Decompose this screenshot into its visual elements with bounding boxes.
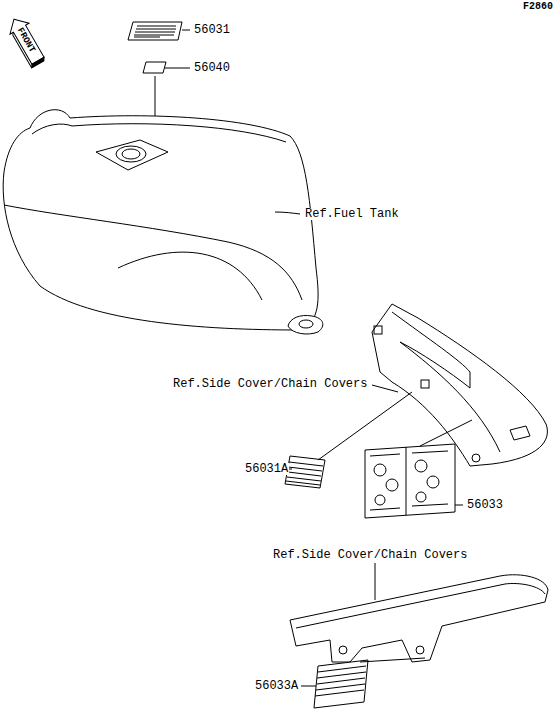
reference-label: Ref.Fuel Tank [304, 208, 400, 220]
label-decal [128, 22, 190, 40]
front-arrow [4, 14, 49, 69]
figure-number: F2860 [522, 2, 554, 12]
chain-cover [290, 563, 548, 662]
reference-label: Ref.Side Cover/Chain Covers [272, 549, 468, 561]
callout-number: 56033A [254, 680, 299, 692]
callout-number: 56033 [466, 499, 504, 511]
side-cover [372, 304, 547, 466]
reference-label: Ref.Side Cover/Chain Covers [172, 378, 368, 390]
fuel-tank [3, 110, 323, 334]
callout-number: 56040 [193, 62, 231, 74]
callout-number: 56031 [193, 24, 231, 36]
label-decal [301, 658, 425, 708]
callout-number: 56031A [244, 463, 289, 475]
label-decal [365, 420, 472, 518]
